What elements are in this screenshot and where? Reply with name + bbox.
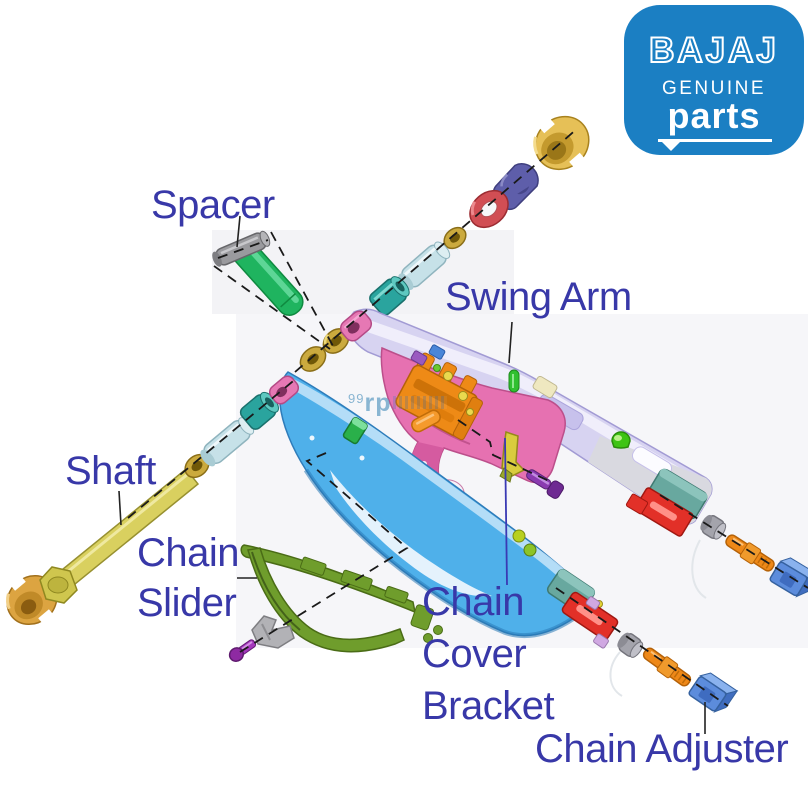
bushing-light-upper [398,241,451,290]
center-bracket-orange [395,352,483,441]
green-block [342,416,368,445]
label-chain-slider: Chain Slider [137,531,240,625]
gold-washer [443,226,467,250]
chain-cover-bracket-leader [504,437,508,586]
gold-washer [299,346,327,372]
slider-prong [433,625,443,635]
watermark-blurred-text [393,396,448,409]
bushing-light-lower [200,417,255,467]
bolt-head [433,364,441,372]
screw-purple-right [526,469,565,499]
logo-underline [658,139,772,142]
fitting-lavender [593,633,609,649]
label-shaft: Shaft [65,449,156,493]
label-chain-cover-bracket: Chain Cover Bracket [422,580,555,728]
watermark-superscript: 99 [348,391,365,406]
bushing-teal-upper [369,276,410,316]
pivot-shaft [39,467,200,604]
slider-prong [423,633,433,643]
logo-brand-text: BAJAJ [648,30,779,71]
bolt-blue [428,344,446,360]
label-leader-lines [118,215,706,734]
logo-genuine-text: GENUINE [661,78,767,99]
chain-adjuster-block-lower [688,672,739,713]
fitting-purple [410,350,428,366]
bolt-head [466,408,474,416]
upper-end-slider-red [625,487,694,537]
gold-washer [322,328,350,354]
fitting-lavender [585,596,601,610]
fitting-green-pill [508,369,520,393]
label-spacer: Spacer [151,183,275,227]
watermark-text: rp [364,389,392,417]
fitting-cream-block [532,375,558,399]
logo-underline-arrow-icon [662,142,680,151]
logo-parts-text: parts [667,95,761,136]
bracket-pin-orange [411,409,441,433]
bolt-head [458,391,468,401]
assembly-axis-lines [127,127,808,707]
bolt-head [443,371,453,381]
ghost-outline [609,651,623,697]
ghost-outline [691,539,707,599]
bolt-head [523,543,537,557]
bolt-head [512,529,526,543]
label-swing-arm: Swing Arm [445,275,632,319]
bajaj-genuine-parts-logo: BAJAJ GENUINE parts [624,5,804,155]
watermark: 99rp [348,389,448,418]
red-ring-washer [469,189,509,229]
adjuster-bolt-lower [642,647,692,687]
end-cap-nut-gold [533,115,590,171]
green-dome-knob [611,431,631,449]
chain-slider-part [240,544,443,653]
label-chain-adjuster: Chain Adjuster [535,727,789,771]
